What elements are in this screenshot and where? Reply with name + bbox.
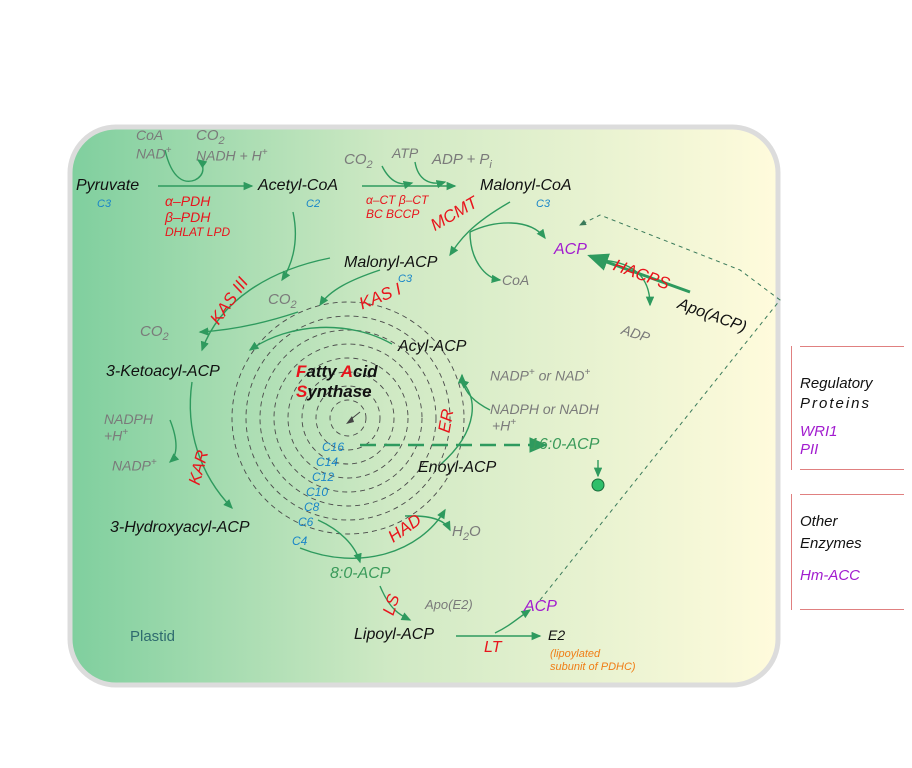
enoyl-acp-label: Enoyl-ACP xyxy=(418,459,497,476)
regulatory-title-1: Regulatory xyxy=(800,375,873,392)
carbon-c10: C10 xyxy=(306,485,329,499)
carbon-c12: C12 xyxy=(312,470,335,484)
acc-bc-label: BC BCCP xyxy=(366,207,420,221)
octanoyl-acp-label: 8:0-ACP xyxy=(330,565,391,582)
malonyl-acp-carbon: C3 xyxy=(398,273,413,285)
malonyl-acp-label: Malonyl-ACP xyxy=(344,254,438,271)
coa-mid-label: CoA xyxy=(502,272,530,288)
nadp-kar-label: NADP+ xyxy=(112,457,157,474)
carbon-c14: C14 xyxy=(316,455,339,469)
regulatory-item-pii: PII xyxy=(800,441,819,458)
er-enzyme: ER xyxy=(434,407,458,435)
e2-note-2: subunit of PDHC) xyxy=(550,661,636,673)
nadph-kar-label: NADPH xyxy=(104,411,154,427)
palmitoyl-acp-label: 16:0-ACP xyxy=(530,436,600,453)
nadph-nadh-h-label: +H+ xyxy=(492,417,517,434)
acp-recycle-line xyxy=(539,214,781,601)
carbon-c8: C8 xyxy=(304,500,320,514)
pdh-dhlat-lpd: DHLAT LPD xyxy=(165,225,231,239)
nadph-kar-h-label: +H+ xyxy=(104,427,129,444)
h2o-label: H2O xyxy=(452,523,481,543)
other-title-1: Other xyxy=(800,513,838,530)
lipoyl-acp-label: Lipoyl-ACP xyxy=(354,626,435,643)
co2-top-label: CO2 xyxy=(196,127,225,147)
regulatory-item-wri1: WRI1 xyxy=(800,423,838,440)
hydroxyacyl-label: 3-Hydroxyacyl-ACP xyxy=(110,519,250,536)
nadh-top-label: NADH + H+ xyxy=(196,147,268,164)
regulatory-proteins-box: Regulatory Proteins WRI1 PII xyxy=(791,346,904,470)
malonyl-coa-carbon: C3 xyxy=(536,198,551,210)
pdh-alpha: α–PDH xyxy=(165,193,211,209)
acetyl-carbon: C2 xyxy=(306,198,321,210)
other-title-2: Enzymes xyxy=(800,535,862,552)
malonyl-coa-label: Malonyl-CoA xyxy=(480,177,572,194)
plastid-label: Plastid xyxy=(130,628,176,645)
regulatory-title-2: Proteins xyxy=(800,395,872,412)
acp-top-label: ACP xyxy=(554,241,587,258)
acp-bottom-label: ACP xyxy=(524,598,557,615)
acetyl-coa-label: Acetyl-CoA xyxy=(258,177,339,194)
other-enzymes-box: Other Enzymes Hm-ACC xyxy=(791,494,904,610)
carbon-c4: C4 xyxy=(292,534,308,548)
nadph-nadh-label: NADPH or NADH xyxy=(490,401,599,417)
nad-label: NAD+ xyxy=(136,145,172,162)
atp-label: ATP xyxy=(392,145,419,161)
fatty-acid-synthase-title: Fatty Acid Synthase xyxy=(296,362,378,401)
e2-note-1: (lipoylated xyxy=(550,648,601,660)
e2-label: E2 xyxy=(548,627,566,643)
pdh-beta: β–PDH xyxy=(165,209,211,225)
co2-kas3-label: CO2 xyxy=(140,323,169,343)
fas-rings xyxy=(231,301,465,535)
carbon-c6: C6 xyxy=(298,515,314,529)
other-item-hm-acc: Hm-ACC xyxy=(800,567,860,584)
co2-kas1-label: CO2 xyxy=(268,291,297,311)
lt-enzyme: LT xyxy=(484,639,502,656)
adp-pi-label: ADP + Pi xyxy=(432,151,492,171)
pyruvate-carbon: C3 xyxy=(97,198,112,210)
carbon-c16: C16 xyxy=(322,440,345,454)
pathway-arrows xyxy=(158,149,691,641)
palmitate-node xyxy=(591,478,605,492)
coa-label: CoA xyxy=(136,127,164,143)
acyl-acp-label: Acyl-ACP xyxy=(398,338,467,355)
nadp-nad-out-label: NADP+ or NAD+ xyxy=(490,367,591,384)
acc-ct-label: α–CT β–CT xyxy=(366,193,429,207)
co2-acc-label: CO2 xyxy=(344,151,373,171)
apo-e2-label: Apo(E2) xyxy=(425,597,473,612)
pyruvate-label: Pyruvate xyxy=(76,177,140,194)
ketoacyl-label: 3-Ketoacyl-ACP xyxy=(106,363,220,380)
